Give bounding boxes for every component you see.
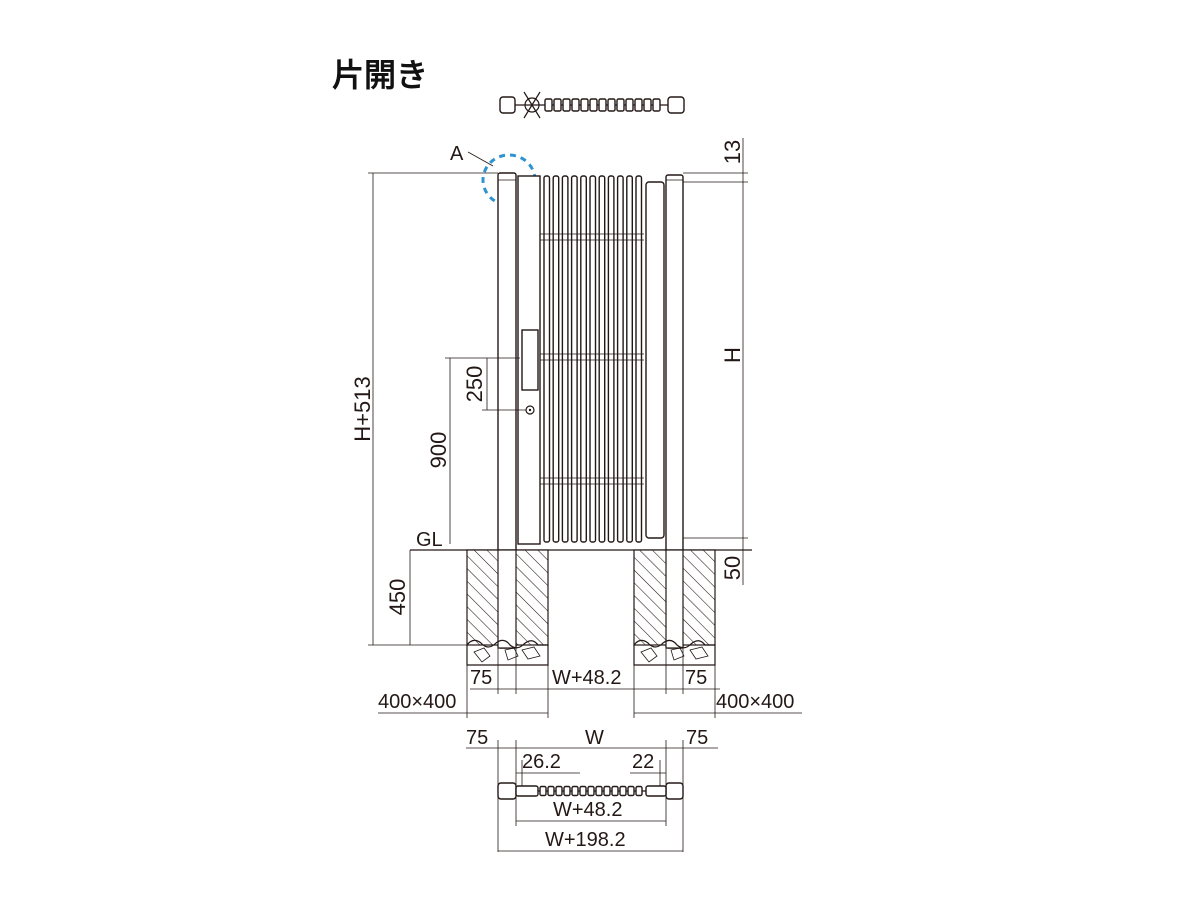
chain-link bbox=[595, 785, 603, 797]
chain-link bbox=[587, 785, 595, 797]
chain-link bbox=[589, 98, 598, 112]
svg-text:250: 250 bbox=[462, 366, 487, 403]
chain-link bbox=[553, 98, 562, 112]
right-foundation bbox=[633, 549, 716, 666]
dim-top-clearance: 13 bbox=[683, 138, 748, 183]
right-latch-stile bbox=[645, 181, 665, 539]
chain-link bbox=[619, 785, 627, 797]
chain-link bbox=[544, 98, 553, 112]
dim-foundation-size: 400×400 400×400 bbox=[378, 665, 802, 718]
gate-slat bbox=[607, 175, 615, 543]
svg-text:W+48.2: W+48.2 bbox=[552, 667, 621, 689]
chain-link bbox=[563, 785, 571, 797]
dim-handle-height: 900 bbox=[426, 357, 520, 544]
dim-overall-height: H+513 bbox=[350, 172, 498, 646]
svg-text:H: H bbox=[720, 347, 745, 363]
chain-link bbox=[598, 98, 607, 112]
gate-slat bbox=[543, 175, 551, 543]
svg-text:H+513: H+513 bbox=[350, 376, 375, 441]
svg-text:75: 75 bbox=[685, 667, 707, 689]
dim-gate-height: H bbox=[683, 182, 748, 539]
plan-view-icon-top bbox=[499, 91, 685, 119]
svg-text:75: 75 bbox=[470, 667, 492, 689]
chain-link bbox=[652, 98, 661, 112]
gate-rails bbox=[540, 233, 644, 485]
chain-link bbox=[579, 785, 587, 797]
gate-slat bbox=[598, 175, 606, 543]
chain-link bbox=[625, 98, 634, 112]
gate-slat bbox=[589, 175, 597, 543]
chain-link bbox=[643, 98, 652, 112]
chain-link bbox=[611, 785, 619, 797]
gate-slat bbox=[616, 175, 624, 543]
chain-link bbox=[571, 785, 579, 797]
gate-slat bbox=[626, 175, 633, 543]
gate-slat bbox=[580, 175, 587, 543]
svg-text:75: 75 bbox=[466, 727, 488, 749]
gate-slats bbox=[543, 175, 643, 543]
chain-link bbox=[634, 98, 643, 112]
gate-hinge-stile bbox=[517, 175, 541, 545]
plan-view-bottom: 75 W 75 26.2 22 W+48.2 W+198.2 bbox=[466, 727, 718, 852]
gate-slat bbox=[635, 175, 643, 543]
chain-link bbox=[616, 98, 625, 112]
callout-label-a: A bbox=[450, 143, 464, 165]
chain-link bbox=[539, 785, 547, 797]
chain-link bbox=[635, 785, 643, 797]
svg-text:400×400: 400×400 bbox=[716, 691, 794, 713]
ground-label: GL bbox=[416, 529, 443, 551]
svg-text:13: 13 bbox=[720, 140, 745, 164]
chain-link bbox=[603, 785, 611, 797]
chain-link bbox=[562, 98, 571, 112]
dim-front-bottom: 75 W+48.2 75 bbox=[470, 648, 720, 694]
svg-text:900: 900 bbox=[426, 432, 451, 469]
svg-text:W: W bbox=[585, 727, 604, 749]
svg-text:50: 50 bbox=[720, 556, 745, 580]
svg-text:W+48.2: W+48.2 bbox=[553, 799, 622, 821]
chain-link bbox=[547, 785, 555, 797]
gate-slat bbox=[561, 175, 569, 543]
svg-text:22: 22 bbox=[632, 751, 654, 773]
handle-plate bbox=[521, 329, 539, 391]
chain-link bbox=[607, 98, 616, 112]
dim-ground-gap: 50 bbox=[720, 538, 745, 585]
svg-text:450: 450 bbox=[385, 579, 410, 616]
dim-foundation-depth: 450 bbox=[385, 550, 411, 645]
chain-link bbox=[555, 785, 563, 797]
left-foundation bbox=[466, 549, 549, 666]
drawing-title: 片開き bbox=[332, 56, 428, 94]
gate-slat bbox=[570, 175, 578, 543]
svg-text:W+198.2: W+198.2 bbox=[545, 829, 626, 851]
svg-text:400×400: 400×400 bbox=[378, 691, 456, 713]
chain-link bbox=[580, 98, 589, 112]
chain-link bbox=[627, 785, 635, 797]
svg-text:26.2: 26.2 bbox=[522, 751, 561, 773]
svg-text:75: 75 bbox=[686, 727, 708, 749]
dim-handle-length: 250 bbox=[462, 358, 526, 411]
chain-link bbox=[571, 98, 580, 112]
gate-slat bbox=[552, 175, 560, 543]
